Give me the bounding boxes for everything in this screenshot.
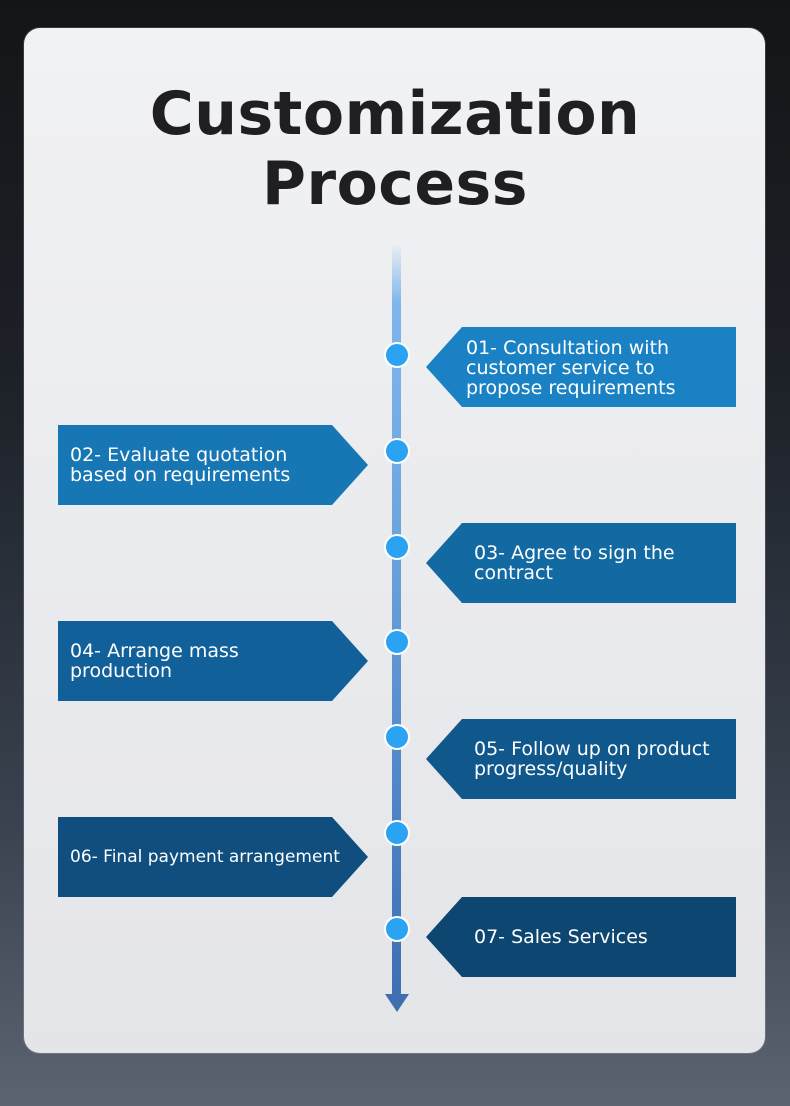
- step-01-label: 01- Consultation with customer service t…: [466, 337, 676, 399]
- timeline-node-2: [384, 438, 410, 464]
- step-06: 06- Final payment arrangement: [58, 817, 368, 897]
- timeline-node-1: [384, 342, 410, 368]
- timeline-node-6: [384, 820, 410, 846]
- page-title-line-2: Process: [262, 149, 528, 219]
- step-05-label: 05- Follow up on product progress/qualit…: [474, 738, 710, 780]
- step-03: 03- Agree to sign the contract: [426, 523, 736, 603]
- timeline-node-3: [384, 534, 410, 560]
- step-06-label: 06- Final payment arrangement: [70, 847, 340, 867]
- step-05: 05- Follow up on product progress/qualit…: [426, 719, 736, 799]
- timeline-node-4: [384, 629, 410, 655]
- step-07-label: 07- Sales Services: [474, 926, 648, 948]
- step-07: 07- Sales Services: [426, 897, 736, 977]
- timeline-line: [392, 243, 401, 998]
- timeline-node-5: [384, 724, 410, 750]
- step-03-label: 03- Agree to sign the contract: [474, 542, 675, 584]
- page-title-line-1: Customization: [149, 79, 641, 149]
- step-04-label: 04- Arrange mass production: [70, 640, 239, 682]
- step-02: 02- Evaluate quotation based on requirem…: [58, 425, 368, 505]
- step-04: 04- Arrange mass production: [58, 621, 368, 701]
- step-02-label: 02- Evaluate quotation based on requirem…: [70, 444, 291, 486]
- step-01: 01- Consultation with customer service t…: [426, 327, 736, 407]
- timeline-arrow-icon: [385, 994, 409, 1012]
- timeline-node-7: [384, 916, 410, 942]
